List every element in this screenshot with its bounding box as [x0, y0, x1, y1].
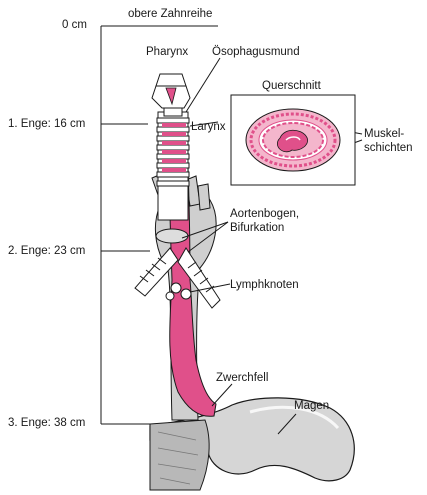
- aortic-arch-ring: [155, 228, 189, 244]
- bronchi: [134, 247, 221, 309]
- upper-teeth-label: obere Zahnreihe: [128, 8, 213, 20]
- magen-label: Magen: [294, 400, 330, 412]
- oesophagusmund-label: Ösophagusmund: [212, 46, 300, 58]
- scale-mark-0: 0 cm: [62, 19, 87, 31]
- depth-scale: [100, 25, 218, 425]
- muscle-label-line2: schichten: [364, 142, 413, 154]
- trachea: [156, 111, 190, 221]
- muscle-label-line1: Muskel-: [364, 128, 405, 140]
- pharynx-label: Pharynx: [146, 46, 189, 58]
- bifurkation-label: Bifurkation: [230, 222, 285, 234]
- larynx-label: Larynx: [191, 121, 226, 133]
- diaphragm: [149, 419, 210, 491]
- cross-section-inset: [230, 94, 356, 186]
- scale-mark-2: 2. Enge: 23 cm: [8, 245, 86, 257]
- scale-mark-3: 3. Enge: 38 cm: [8, 417, 86, 429]
- lymph-nodes: [165, 282, 192, 301]
- scale-mark-1: 1. Enge: 16 cm: [8, 118, 86, 130]
- larynx: [151, 73, 191, 117]
- cross-section-title: Querschnitt: [262, 80, 321, 92]
- stomach: [149, 397, 355, 482]
- lymphknoten-label: Lymphknoten: [230, 279, 299, 291]
- zwerchfell-label: Zwerchfell: [216, 372, 269, 384]
- aortenbogen-label: Aortenbogen,: [230, 208, 300, 220]
